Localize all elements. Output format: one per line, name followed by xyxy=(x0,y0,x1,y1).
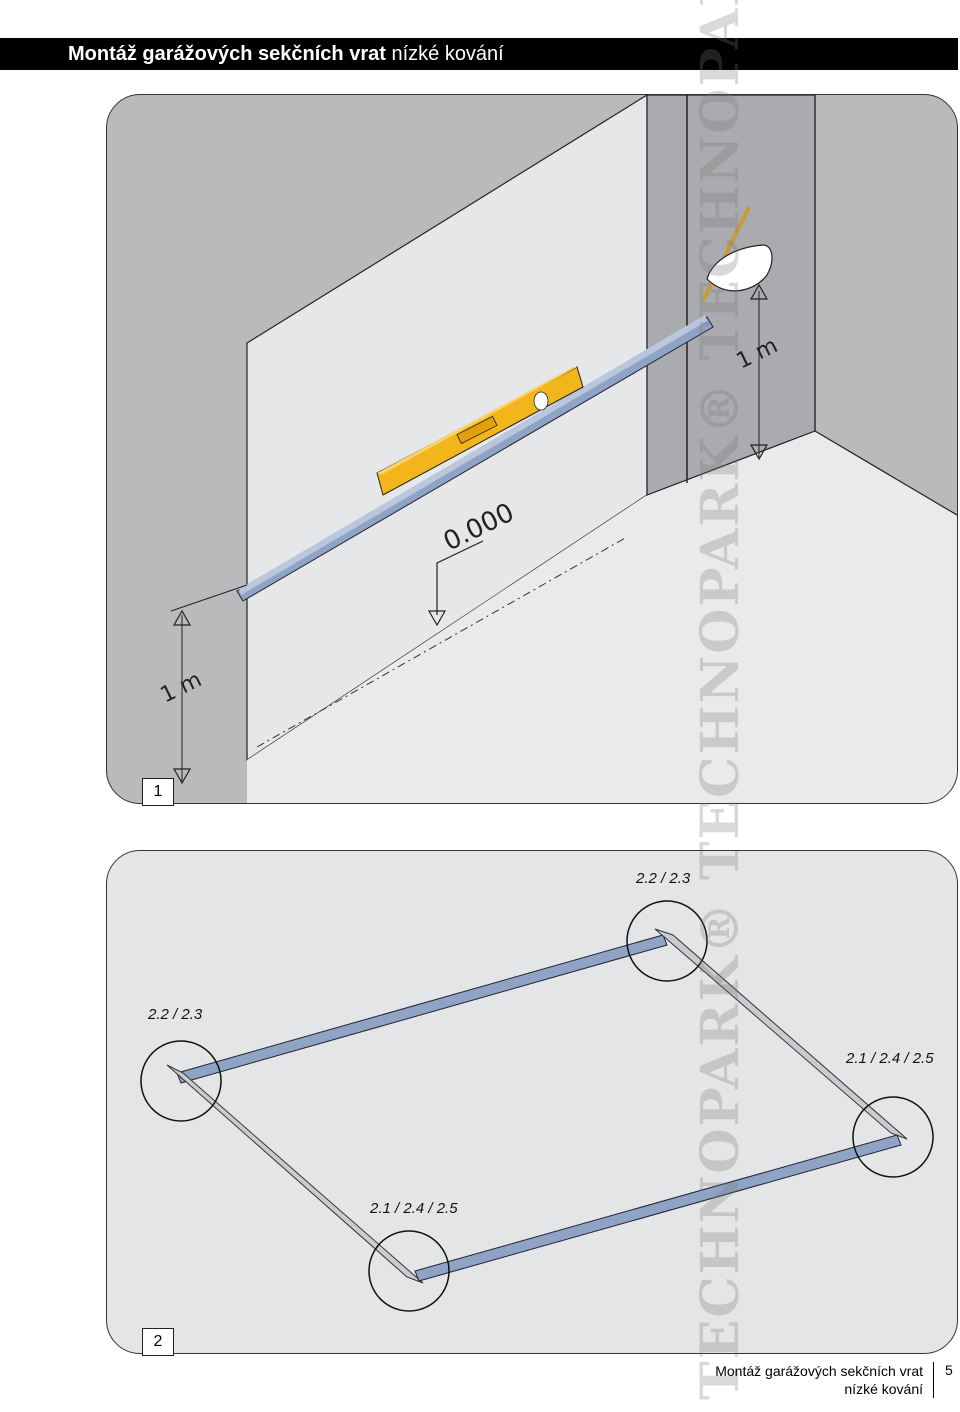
ref-top-left: 2.2 / 2.3 xyxy=(148,1006,203,1023)
callout-top-right xyxy=(626,900,708,982)
right-wall xyxy=(646,95,816,496)
hand-with-pencil xyxy=(701,206,773,302)
left-profile xyxy=(166,1064,424,1284)
header-title-bold: Montáž garážových sekčních vrat xyxy=(68,43,386,65)
right-profile xyxy=(654,928,908,1140)
step-1-label: 1 xyxy=(142,778,174,806)
header-bar: Montáž garážových sekčních vrat nízké ko… xyxy=(0,38,958,70)
floor xyxy=(247,431,957,803)
figure-1-panel: 0.000 1 m 1 m xyxy=(106,94,958,804)
ref-top-right: 2.2 / 2.3 xyxy=(636,870,691,887)
footer: Montáž garážových sekčních vrat nízké ko… xyxy=(715,1362,934,1398)
ref-bottom: 2.1 / 2.4 / 2.5 xyxy=(370,1200,458,1217)
figure-2-illustration xyxy=(140,900,934,1312)
callout-right xyxy=(852,1096,934,1178)
figure-2-panel xyxy=(106,850,958,1354)
figure-1-illustration: 0.000 1 m 1 m xyxy=(157,95,957,803)
top-rail xyxy=(176,934,668,1084)
header-title: Montáž garážových sekčních vrat nízké ko… xyxy=(68,38,504,70)
step-2-label: 2 xyxy=(142,1328,174,1356)
floor-level-line xyxy=(256,536,628,748)
header-title-light: nízké kování xyxy=(391,43,504,65)
dimension-left-text: 1 m xyxy=(157,667,206,708)
footer-line-2: nízké kování xyxy=(844,1381,923,1397)
callout-bottom xyxy=(368,1230,450,1312)
footer-line-1: Montáž garážových sekčních vrat xyxy=(715,1363,923,1379)
page-number: 5 xyxy=(945,1362,953,1378)
callout-top-left xyxy=(140,1040,222,1122)
bottom-rail xyxy=(414,1134,902,1282)
ref-right: 2.1 / 2.4 / 2.5 xyxy=(846,1050,934,1067)
